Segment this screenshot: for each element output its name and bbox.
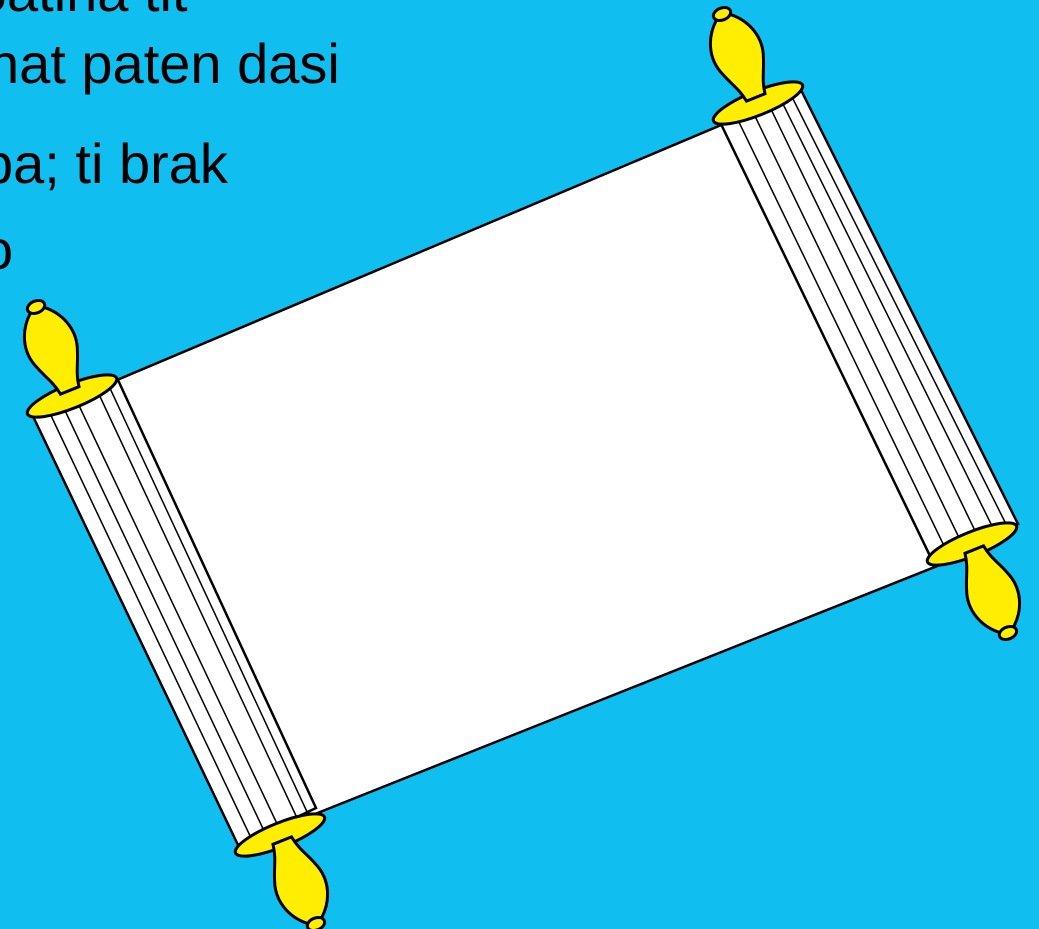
right-roller bbox=[718, 86, 1020, 562]
text-line-4: o bbox=[0, 218, 13, 282]
slide-text: duck patina tit nat paten dasi pa; ti br… bbox=[0, 0, 600, 300]
text-line-2: nat paten dasi bbox=[0, 32, 340, 95]
text-line-1: duck patina tit bbox=[0, 0, 188, 24]
text-line-3: pa; ti brak bbox=[0, 132, 228, 195]
